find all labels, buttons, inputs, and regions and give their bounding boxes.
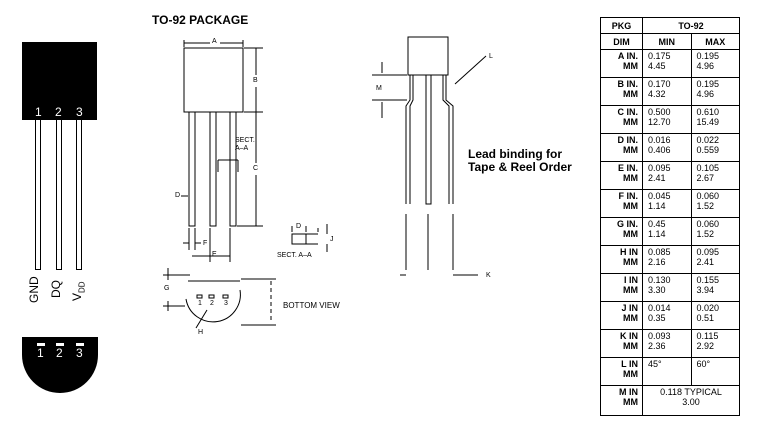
pin-number-3: 3 — [76, 105, 83, 119]
label-m: M — [376, 85, 382, 92]
dim-cell: F IN.MM — [600, 189, 643, 218]
dim-cell: D IN.MM — [600, 133, 643, 162]
component-body — [22, 42, 97, 120]
label-d-section: D — [296, 223, 302, 230]
label-e: E — [212, 251, 217, 258]
dim-cell: C IN.MM — [600, 105, 643, 134]
lead-note-line-1: Lead binding for — [468, 147, 562, 161]
bottom-pin-3: 3 — [76, 346, 83, 360]
label-sect-2: A–A — [235, 145, 249, 152]
label-h: H — [198, 329, 204, 336]
dim-cell: G IN.MM — [600, 217, 643, 246]
label-b: B — [253, 77, 258, 84]
header-max: MAX — [690, 33, 740, 50]
label-f: F — [203, 240, 208, 247]
lead-3 — [76, 120, 82, 270]
label-d: D — [175, 192, 181, 199]
dim-cell: A IN.MM — [600, 49, 643, 78]
label-k: K — [486, 272, 491, 279]
dim-cell: B IN.MM — [600, 77, 643, 106]
bottom-pin-1: 1 — [37, 346, 44, 360]
min-cell: 45° — [642, 357, 692, 386]
label-sect-1: SECT. — [235, 137, 255, 144]
header-package: TO-92 — [642, 17, 740, 34]
label-g: G — [164, 285, 170, 292]
header-dim: DIM — [600, 33, 643, 50]
label-j: J — [330, 236, 334, 243]
tiny-pin-1: 1 — [198, 300, 202, 307]
pin-number-2: 2 — [55, 105, 62, 119]
label-a: A — [212, 38, 217, 45]
table-header-row: PKG TO-92 — [600, 17, 740, 34]
pin-number-1: 1 — [35, 105, 42, 119]
table-subheader-row: DIM MIN MAX — [600, 33, 740, 50]
tiny-pin-3: 3 — [224, 300, 228, 307]
label-l: L — [489, 53, 493, 60]
max-cell: 60° — [690, 357, 740, 386]
tiny-pin-2: 2 — [210, 300, 214, 307]
header-pkg: PKG — [600, 17, 643, 34]
bottom-pin-2: 2 — [56, 346, 63, 360]
bottom-view-label: BOTTOM VIEW — [283, 301, 340, 310]
page-title: TO-92 PACKAGE — [152, 13, 249, 27]
dim-cell: E IN.MM — [600, 161, 643, 190]
lead-2 — [56, 120, 62, 270]
label-sect-aa: SECT. A–A — [277, 252, 312, 259]
label-c: C — [253, 165, 259, 172]
lead-note-line-2: Tape & Reel Order — [468, 160, 572, 174]
lead-binding-note: Lead binding for Tape & Reel Order — [468, 148, 572, 174]
header-min: MIN — [642, 33, 692, 50]
lead-1 — [35, 120, 41, 270]
